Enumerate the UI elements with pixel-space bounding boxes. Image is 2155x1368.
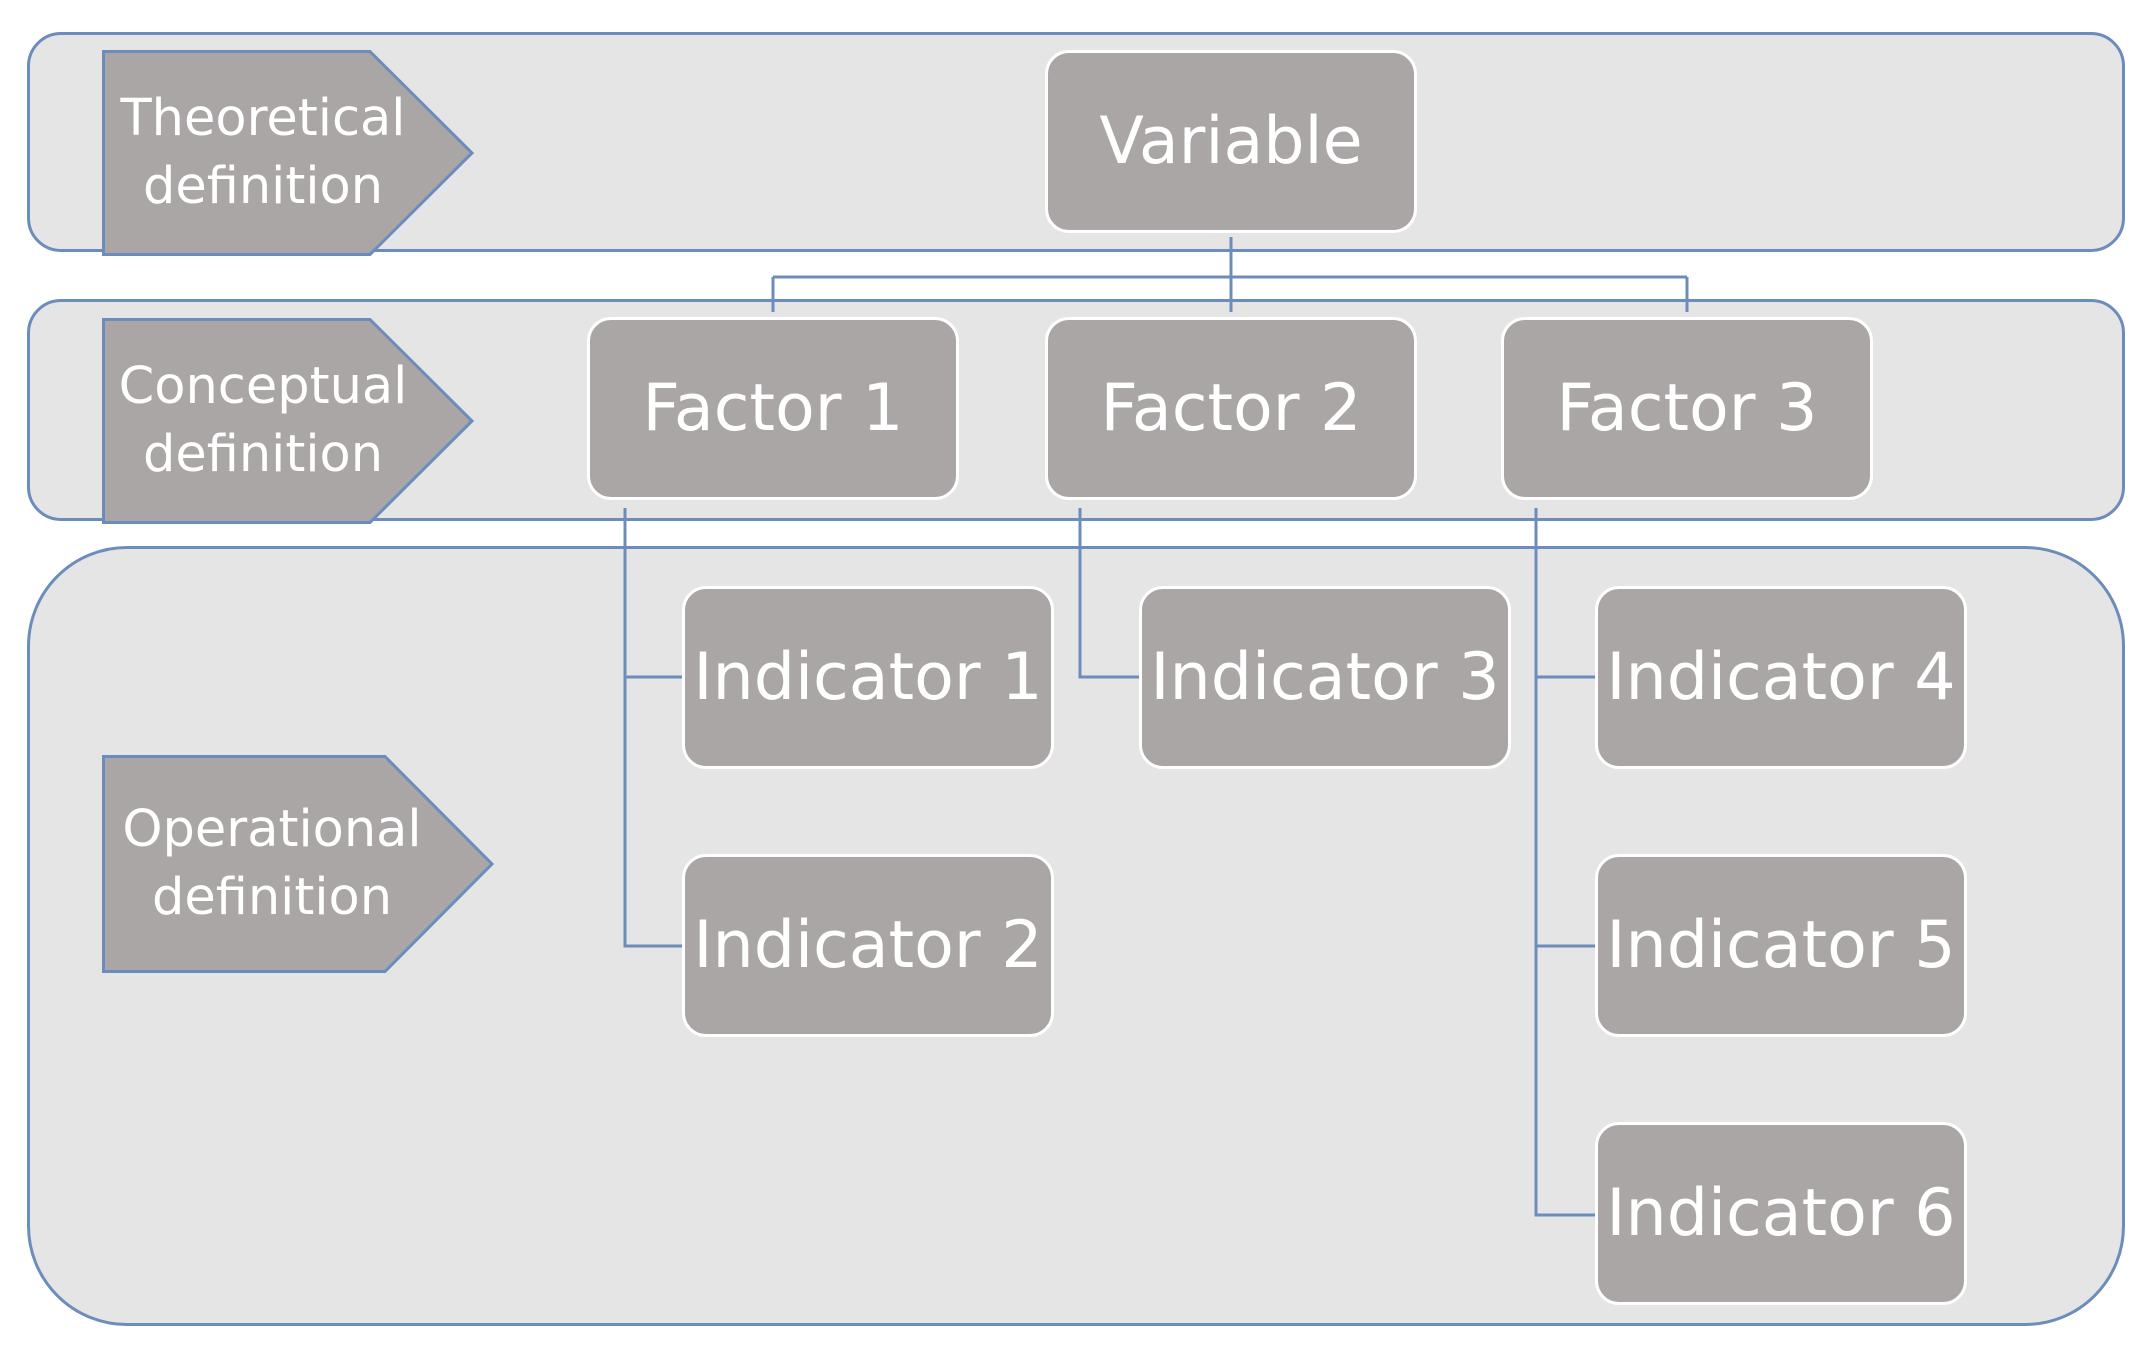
factor-1-label: Factor 1	[642, 371, 904, 446]
variable-node: Variable	[1045, 50, 1417, 233]
factor-3-node: Factor 3	[1501, 317, 1873, 500]
indicator-1-node: Indicator 1	[682, 586, 1054, 769]
indicator-4-label: Indicator 4	[1606, 640, 1956, 715]
operational-definition-chevron: Operational definition	[102, 755, 494, 973]
conceptual-label-line-2: definition	[142, 425, 384, 484]
connector-factor-1-trunk	[623, 508, 682, 948]
indicator-6-node: Indicator 6	[1595, 1122, 1967, 1305]
factor-1-node: Factor 1	[587, 317, 959, 500]
indicator-2-node: Indicator 2	[682, 854, 1054, 1037]
indicator-6-label: Indicator 6	[1606, 1176, 1956, 1251]
conceptual-label-line-1: Conceptual	[118, 357, 408, 416]
connector-factor-3-trunk	[1534, 508, 1595, 1217]
indicator-2-label: Indicator 2	[693, 908, 1043, 983]
operational-label-line-2: definition	[151, 868, 393, 927]
chevron-arrow-icon	[102, 50, 474, 256]
variable-label: Variable	[1099, 104, 1363, 179]
indicator-4-node: Indicator 4	[1595, 586, 1967, 769]
chevron-arrow-icon	[102, 755, 494, 973]
factor-3-label: Factor 3	[1556, 371, 1818, 446]
connector-factor-2-trunk	[1078, 508, 1139, 679]
indicator-3-label: Indicator 3	[1150, 640, 1500, 715]
indicator-5-label: Indicator 5	[1606, 908, 1956, 983]
factor-2-node: Factor 2	[1045, 317, 1417, 500]
chevron-arrow-icon	[102, 318, 474, 524]
factor-2-label: Factor 2	[1100, 371, 1362, 446]
theoretical-label-line-1: Theoretical	[120, 89, 406, 148]
indicator-3-node: Indicator 3	[1139, 586, 1511, 769]
indicator-5-node: Indicator 5	[1595, 854, 1967, 1037]
theoretical-definition-chevron: Theoretical definition	[102, 50, 474, 256]
operational-label-line-1: Operational	[122, 800, 422, 859]
theoretical-label-line-2: definition	[142, 157, 384, 216]
indicator-1-label: Indicator 1	[693, 640, 1043, 715]
conceptual-definition-chevron: Conceptual definition	[102, 318, 474, 524]
